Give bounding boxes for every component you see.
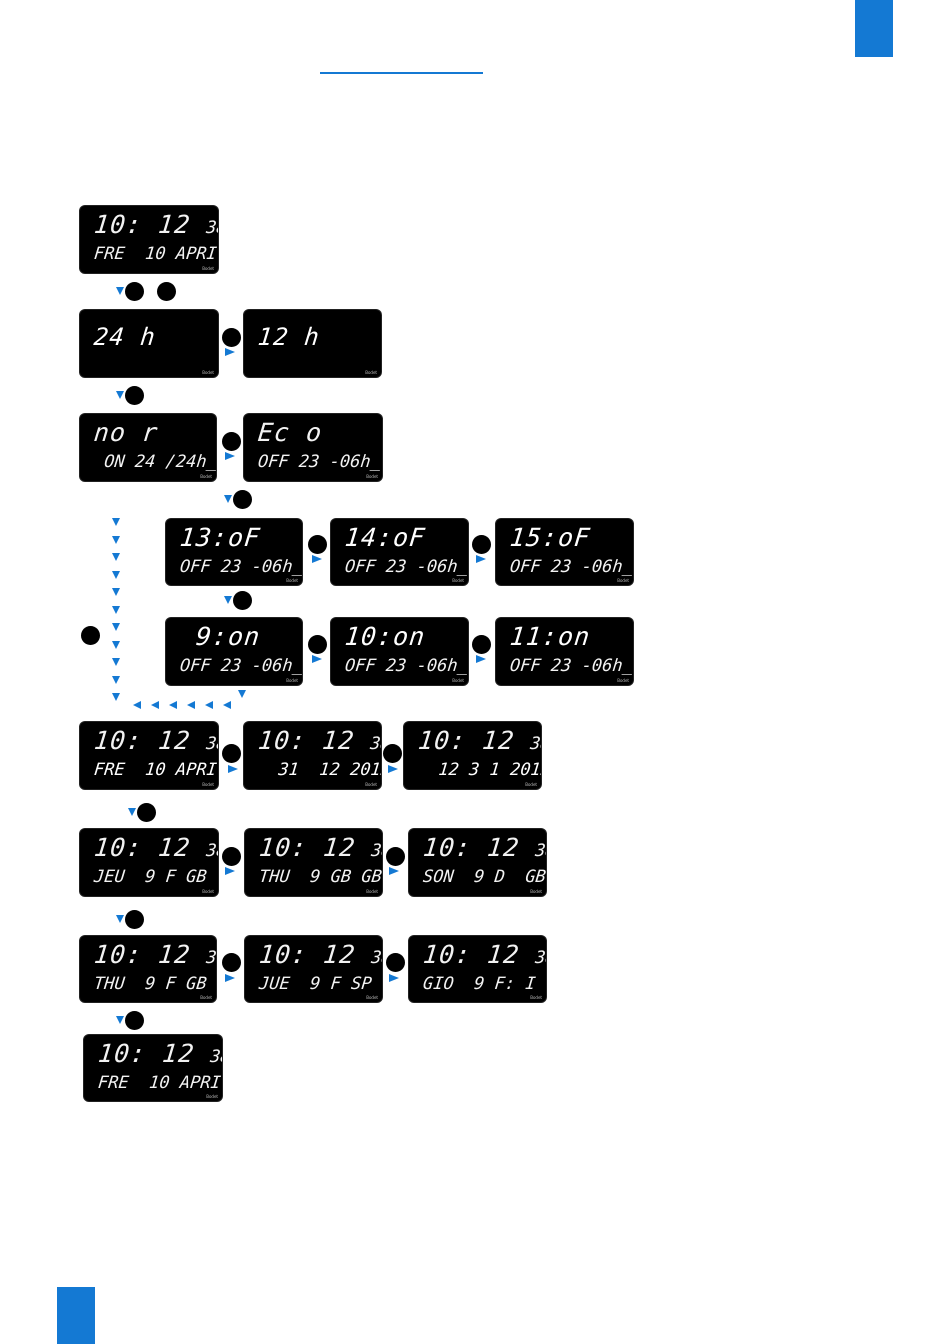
display-24h-text: 24 h: [92, 323, 158, 351]
arrow-right-icon: [476, 655, 486, 663]
arrow-down-icon: [112, 623, 120, 631]
display-date: FRE 10 APRI: [92, 244, 218, 264]
arrow-down-icon: [116, 915, 124, 923]
button-icon: [233, 591, 252, 610]
arrow-down-icon: [128, 808, 136, 816]
button-icon: [383, 744, 402, 763]
button-icon: [125, 910, 144, 929]
arrow-left-icon: [205, 701, 213, 709]
button-icon: [125, 282, 144, 301]
arrow-right-icon: [388, 765, 398, 773]
arrow-down-icon: [112, 571, 120, 579]
arrow-right-icon: [225, 452, 235, 460]
button-icon: [222, 328, 241, 347]
button-icon: [222, 432, 241, 451]
display-off-hour-15: 15:oF OFF 23 -06h_ Bodet: [496, 519, 633, 585]
display-12h: 12 h Bodet: [244, 310, 381, 377]
display-off-hour-14: 14:oF OFF 23 -06h_ Bodet: [331, 519, 468, 585]
arrow-down-icon: [224, 596, 232, 604]
button-icon: [125, 386, 144, 405]
display-on-hour-9: 9:on OFF 23 -06h_ Bodet: [166, 618, 302, 685]
display-day-language-3: 10: 12 38 SON 9 D GB Bodet: [409, 829, 546, 896]
display-12h-text: 12 h: [256, 323, 322, 351]
arrow-down-icon: [112, 693, 120, 701]
arrow-right-icon: [312, 555, 322, 563]
arrow-left-icon: [133, 701, 141, 709]
arrow-down-icon: [116, 1016, 124, 1024]
arrow-right-icon: [389, 974, 399, 982]
arrow-right-icon: [225, 348, 235, 356]
arrow-down-icon: [238, 690, 246, 698]
arrow-right-icon: [476, 555, 486, 563]
display-date-format-1: 10: 12 38 FRE 10 APRI Bodet: [80, 722, 218, 789]
button-icon: [386, 847, 405, 866]
display-seconds: 38: [205, 218, 218, 238]
button-icon: [308, 535, 327, 554]
arrow-right-icon: [389, 867, 399, 875]
button-icon: [222, 847, 241, 866]
display-normal-mode: no r ON 24 /24h_ Bodet: [80, 414, 216, 481]
display-brand: Bodet: [202, 266, 214, 271]
display-month-language-2: 10: 12 38 JUE 9 F SP Bodet: [245, 936, 382, 1002]
arrow-left-icon: [223, 701, 231, 709]
arrow-down-icon: [112, 518, 120, 526]
display-day-language-2: 10: 12 38 THU 9 GB GB Bodet: [245, 829, 382, 896]
button-icon: [81, 626, 100, 645]
arrow-left-icon: [169, 701, 177, 709]
button-icon: [308, 635, 327, 654]
arrow-right-icon: [228, 765, 238, 773]
arrow-down-icon: [112, 553, 120, 561]
arrow-down-icon: [116, 391, 124, 399]
arrow-down-icon: [112, 676, 120, 684]
button-icon: [222, 953, 241, 972]
button-icon: [386, 953, 405, 972]
button-icon: [125, 1011, 144, 1030]
arrow-down-icon: [112, 536, 120, 544]
arrow-down-icon: [112, 606, 120, 614]
arrow-right-icon: [225, 974, 235, 982]
arrow-down-icon: [112, 641, 120, 649]
display-day-language-1: 10: 12 38 JEU 9 F GB Bodet: [80, 829, 218, 896]
display-month-language-3: 10: 12 38 GIO 9 F: I Bodet: [409, 936, 546, 1002]
display-final-time-date: 10: 12 38 FRE 10 APRI Bodet: [84, 1035, 222, 1101]
display-date-format-3: 10: 12 38 12 3 1 2015 Bodet: [404, 722, 541, 789]
display-time-date: 10: 12 38 FRE 10 APRI Bodet: [80, 206, 218, 273]
display-date-format-2: 10: 12 38 31 12 2015 Bodet: [244, 722, 381, 789]
arrow-down-icon: [112, 658, 120, 666]
button-icon: [137, 803, 156, 822]
display-on-hour-10: 10:on OFF 23 -06h_ Bodet: [331, 618, 468, 685]
display-month-language-1: 10: 12 38 THU 9 F GB Bodet: [80, 936, 216, 1002]
display-time: 10: 12: [92, 210, 193, 239]
arrow-down-icon: [116, 287, 124, 295]
title-underline: [320, 72, 483, 74]
arrow-down-icon: [112, 588, 120, 596]
display-off-hour-13: 13:oF OFF 23 -06h_ Bodet: [166, 519, 302, 585]
arrow-left-icon: [151, 701, 159, 709]
page-tab-top: [855, 0, 893, 57]
page-tab-bottom: [57, 1287, 95, 1344]
display-24h: 24 h Bodet: [80, 310, 218, 377]
arrow-left-icon: [187, 701, 195, 709]
button-icon: [472, 635, 491, 654]
button-icon: [233, 490, 252, 509]
arrow-right-icon: [312, 655, 322, 663]
arrow-down-icon: [224, 495, 232, 503]
button-icon: [157, 282, 176, 301]
button-icon: [472, 535, 491, 554]
button-icon: [222, 744, 241, 763]
display-eco-mode: Ec o OFF 23 -06h_ Bodet: [244, 414, 382, 481]
arrow-right-icon: [225, 867, 235, 875]
display-on-hour-11: 11:on OFF 23 -06h_ Bodet: [496, 618, 633, 685]
